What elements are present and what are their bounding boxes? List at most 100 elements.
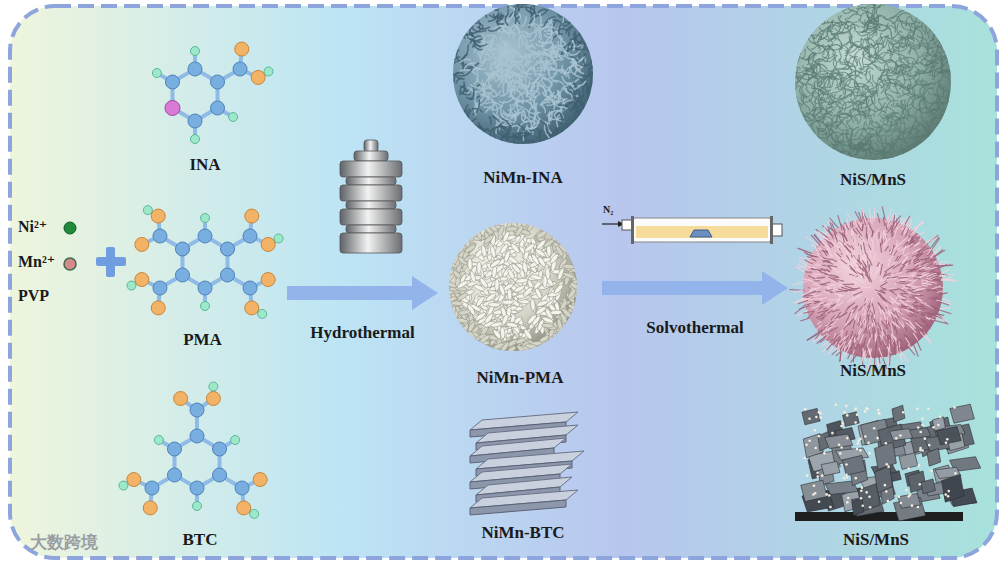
- illustration-part: [909, 132, 930, 137]
- atom: [264, 67, 273, 76]
- illustration-part: [522, 286, 534, 298]
- illustration-part: [826, 90, 832, 109]
- illustration-part: [506, 72, 510, 86]
- microsphere: [781, 0, 967, 173]
- illustration-part: [796, 74, 808, 78]
- illustration-part: [939, 307, 950, 309]
- illustration-part: [510, 242, 521, 254]
- illustration-part: [878, 99, 882, 116]
- illustration-part: [526, 220, 536, 233]
- illustration-part: [469, 23, 483, 27]
- illustration-part: [856, 140, 869, 148]
- illustration-part: [473, 99, 480, 114]
- illustration-part: [872, 120, 880, 128]
- illustration-part: [872, 93, 876, 109]
- atom: [193, 502, 202, 511]
- illustration-part: [582, 69, 590, 81]
- illustration-part: [516, 54, 530, 57]
- atom: [245, 209, 259, 223]
- illustration-part: [451, 61, 459, 70]
- illustration-part: [554, 94, 559, 100]
- illustration-part: [485, 102, 501, 106]
- atom: [243, 281, 257, 295]
- illustration-part: [873, 152, 886, 160]
- illustration-part: [536, 299, 549, 307]
- illustration-part: [460, 59, 471, 62]
- illustration-part: [562, 271, 575, 279]
- illustration-part: [502, 230, 511, 243]
- illustration-part: [896, 145, 912, 150]
- illustration-part: [500, 327, 505, 339]
- illustration-part: [562, 20, 577, 23]
- illustration-part: [533, 141, 545, 149]
- illustration-part: [926, 118, 947, 123]
- illustration-part: [526, 101, 533, 110]
- atom: [151, 209, 165, 223]
- autoclave-part: [354, 151, 388, 161]
- illustration-part: [888, 38, 894, 59]
- illustration-part: [800, 28, 811, 37]
- illustration-part: [453, 4, 593, 144]
- atom: [233, 62, 247, 76]
- atom: [251, 70, 265, 84]
- illustration-part: [899, 149, 905, 166]
- illustration-part: [818, 128, 828, 142]
- illustration-part: [836, 125, 852, 130]
- atom: [243, 229, 257, 243]
- molecule-model: [127, 206, 283, 319]
- illustration-part: [507, 50, 516, 60]
- illustration-part: [885, 26, 895, 30]
- ni-ion-dot: [64, 222, 76, 234]
- atom: [221, 268, 235, 282]
- atom: [165, 101, 180, 116]
- illustration-part: [536, 129, 542, 138]
- illustration-part: [591, 51, 598, 61]
- illustration-part: [542, 85, 546, 96]
- illustration-part: [508, 86, 518, 89]
- illustration-part: [917, 35, 927, 47]
- illustration-part: [526, 313, 537, 325]
- illustration-part: [795, 4, 951, 160]
- illustration-part: [481, 12, 486, 18]
- atom: [237, 501, 251, 515]
- illustration-part: [864, 310, 865, 316]
- atom: [119, 481, 128, 490]
- illustration-part: [575, 47, 583, 50]
- illustration-part: [941, 60, 957, 65]
- atom: [167, 468, 181, 482]
- illustration-part: [452, 252, 459, 265]
- illustration-part: [890, 39, 903, 44]
- illustration-part: [535, 230, 548, 240]
- illustration-part: [494, 1, 502, 10]
- illustration-part: [943, 95, 949, 112]
- illustration-part: [882, 62, 891, 73]
- illustration-part: [829, 74, 843, 87]
- illustration-part: [823, 112, 833, 117]
- illustration-part: [546, 57, 556, 70]
- illustration-part: [461, 81, 465, 94]
- illustration-part: [131, 210, 278, 314]
- illustration-part: [577, 81, 586, 86]
- illustration-part: [449, 223, 577, 351]
- illustration-part: [541, 102, 550, 105]
- illustration-part: [481, 129, 489, 137]
- molecule-model: [119, 382, 267, 518]
- plus-symbol: [106, 247, 115, 277]
- illustration-part: [897, 70, 906, 77]
- atom: [198, 281, 212, 295]
- illustration-part: [507, 288, 512, 300]
- illustration-part: [835, 27, 856, 32]
- atom: [261, 273, 275, 287]
- illustration-part: [530, 2, 534, 17]
- illustration-part: [914, 88, 926, 98]
- illustration-part: [560, 113, 562, 124]
- illustration-part: [558, 105, 569, 109]
- illustration-part: [919, 53, 930, 58]
- illustration-part: [451, 300, 463, 306]
- illustration-part: [912, 14, 928, 24]
- atom: [245, 301, 259, 315]
- illustration-part: [882, 24, 889, 31]
- illustration-part: [833, 141, 847, 147]
- illustration-part: [879, 98, 891, 102]
- illustration-part: [475, 295, 485, 307]
